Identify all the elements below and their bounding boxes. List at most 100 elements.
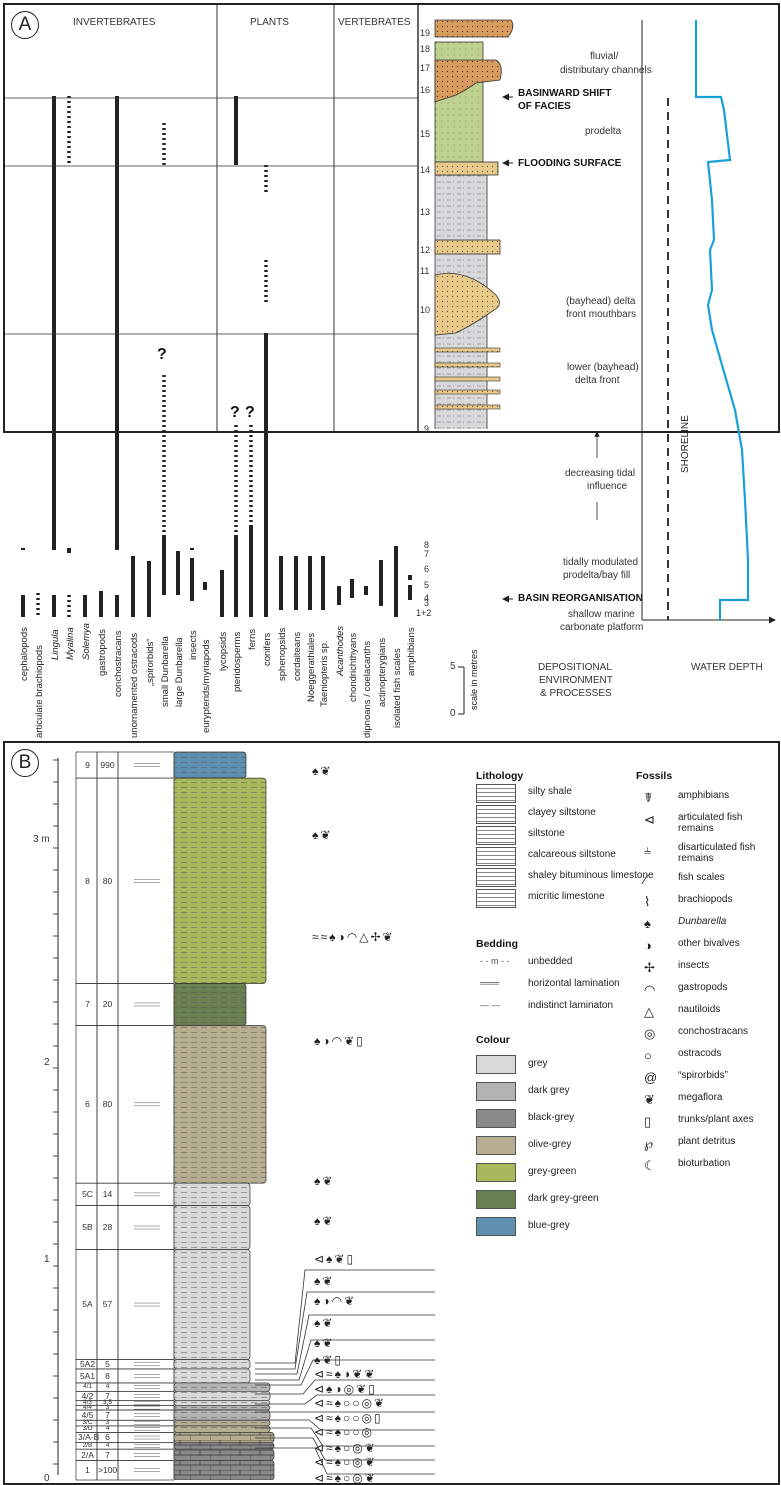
fossil-legend-icon: ⌇ bbox=[644, 894, 651, 909]
fossil-legend-label: nautiloids bbox=[678, 1004, 721, 1015]
fossil-legend-label: plant detritus bbox=[678, 1136, 736, 1147]
bedding-label: unbedded bbox=[528, 956, 573, 967]
depth-0: 0 bbox=[44, 1473, 50, 1484]
group-invertebrates: INVERTEBRATES bbox=[73, 17, 156, 28]
fossil-row: ♠❦ bbox=[314, 1274, 335, 1289]
fossil-legend-label: other bivalves bbox=[678, 938, 740, 949]
lithology-swatch bbox=[476, 805, 516, 824]
panel-a-frame bbox=[5, 5, 419, 431]
bed-thickness: 3 bbox=[105, 1403, 110, 1411]
bed-number-a: 12 bbox=[420, 245, 431, 255]
depositional-2: ENVIRONMENT bbox=[539, 675, 613, 686]
bed-thickness: 7 bbox=[105, 1390, 110, 1401]
fossils-title: Fossils bbox=[636, 770, 673, 782]
fossil-legend-icon: ◠ bbox=[644, 982, 656, 997]
bed-number-a: 13 bbox=[420, 207, 431, 217]
lithology-swatch bbox=[476, 868, 516, 887]
fossil-legend-icon: ♠ bbox=[644, 916, 651, 931]
bed-id: 4/3 bbox=[82, 1399, 93, 1407]
lithology-label: calcareous siltstone bbox=[528, 849, 616, 860]
colour-swatch bbox=[476, 1136, 516, 1155]
bed-number-a: 19 bbox=[420, 28, 431, 38]
bed-thickness: 20 bbox=[102, 999, 113, 1010]
annot-basinward2: OF FACIES bbox=[518, 101, 571, 112]
bed-number-a: 18 bbox=[420, 44, 431, 54]
colour-label: blue-grey bbox=[528, 1220, 570, 1231]
panel-a-label: A bbox=[11, 11, 39, 39]
annot-fluvial: fluvial/ bbox=[590, 51, 619, 62]
fossil-row: ⊲≈♠○◎❦ bbox=[314, 1471, 377, 1485]
bed-thickness: 990 bbox=[100, 759, 115, 770]
qmark-small-dunbarella: ? bbox=[157, 346, 167, 363]
bed-id: 1 bbox=[85, 1465, 90, 1476]
fossil-legend-label: amphibians bbox=[678, 790, 730, 801]
colour-label: grey-green bbox=[528, 1166, 577, 1177]
bed-thickness: 7 bbox=[105, 1410, 110, 1421]
bed-number-a: 6 bbox=[424, 564, 430, 574]
bed-id: 4/2 bbox=[81, 1390, 94, 1401]
colour-label: dark grey bbox=[528, 1085, 570, 1096]
bedding-title: Bedding bbox=[476, 938, 518, 950]
annot-lower1: lower (bayhead) bbox=[567, 362, 639, 373]
bedding-label: horizontal lamination bbox=[528, 978, 620, 989]
bedding-label: indistinct laminaton bbox=[528, 1000, 614, 1011]
fossil-legend-icon: ○ bbox=[644, 1048, 652, 1063]
depositional-3: & PROCESSES bbox=[540, 688, 612, 699]
bed-thickness: 4 bbox=[105, 1442, 110, 1450]
fossil-legend-icon: @ bbox=[644, 1070, 658, 1085]
bed-number-a: 17 bbox=[420, 63, 431, 73]
fossil-legend-label: gastropods bbox=[678, 982, 728, 993]
fossil-legend-label: trunks/plant axes bbox=[678, 1114, 754, 1125]
panel-a: A INVERTEBRATES PLANTS VERTEBRATES bbox=[3, 3, 780, 433]
bedding-mark: - - m - - bbox=[480, 956, 510, 966]
bed-id: 9 bbox=[85, 759, 90, 770]
fossil-legend-icon: ∕ bbox=[644, 872, 647, 887]
bed-number-a: 3 bbox=[424, 598, 430, 608]
fossil-legend-label: “spirorbids” bbox=[678, 1070, 729, 1081]
bed-thickness: 57 bbox=[102, 1299, 113, 1310]
bed-number-a: 5 bbox=[424, 580, 430, 590]
fossil-legend-icon: △ bbox=[644, 1004, 654, 1019]
group-plants: PLANTS bbox=[250, 17, 289, 28]
fossil-row: ⊲≈♠◑❦❦ bbox=[314, 1367, 377, 1382]
lithology-label: silty shale bbox=[528, 786, 572, 797]
fossil-row: ♠◑◠❦ bbox=[314, 1293, 357, 1308]
annot-reorg: BASIN REORGANISATION bbox=[518, 593, 643, 604]
bed-thickness: 7 bbox=[105, 1449, 110, 1460]
fossil-row: ♠❦ bbox=[314, 1174, 335, 1189]
annot-tidal1: tidally modulated bbox=[563, 557, 639, 568]
bed-thickness: 6 bbox=[105, 1432, 110, 1443]
bed-id: 3/D bbox=[82, 1425, 93, 1433]
panel-b: B bbox=[3, 741, 780, 1485]
fossil-row: ♠❦ bbox=[314, 1335, 335, 1350]
bedding-mark: — — bbox=[480, 1000, 501, 1010]
bed-thickness: >100 bbox=[98, 1465, 118, 1476]
lithology-swatch bbox=[476, 826, 516, 845]
qmark-ferns: ? bbox=[245, 404, 255, 421]
bed-number-a: 8 bbox=[424, 540, 430, 550]
colour-label: black-grey bbox=[528, 1112, 575, 1123]
fossil-legend-label: articulated fish remains bbox=[678, 812, 743, 834]
bed-thickness: 3,5 bbox=[102, 1399, 113, 1407]
fossil-legend-label: brachiopods bbox=[678, 894, 733, 905]
bed-id: 6 bbox=[85, 1099, 90, 1110]
fossil-legend-icon: ❦ bbox=[644, 1092, 655, 1107]
fossil-legend-icon: ✢ bbox=[644, 960, 655, 975]
colour-swatch bbox=[476, 1190, 516, 1209]
water-depth-label: WATER DEPTH bbox=[691, 662, 763, 673]
bed-id: 8 bbox=[85, 875, 90, 886]
colour-label: dark grey-green bbox=[528, 1193, 599, 1204]
fossil-legend-label: conchostracans bbox=[678, 1026, 749, 1037]
annot-shallow1: shallow marine bbox=[568, 609, 635, 620]
bed-id: 4/1 bbox=[82, 1383, 93, 1391]
annot-flooding: FLOODING SURFACE bbox=[518, 158, 622, 169]
annot-shallow2: carbonate platform bbox=[560, 622, 644, 633]
lithology-label: clayey siltstone bbox=[528, 807, 596, 818]
depth-2: 2 bbox=[44, 1057, 50, 1068]
fossil-row: ♠◑◠❦▯ bbox=[314, 1034, 365, 1049]
bed-id: 4/5 bbox=[81, 1410, 94, 1421]
fossil-row: ⊲≈♠○○◎ bbox=[314, 1425, 374, 1440]
fossil-row: ♠❦ bbox=[314, 1315, 335, 1330]
strat-column-a bbox=[434, 19, 514, 429]
strat-column-b bbox=[173, 751, 275, 1480]
